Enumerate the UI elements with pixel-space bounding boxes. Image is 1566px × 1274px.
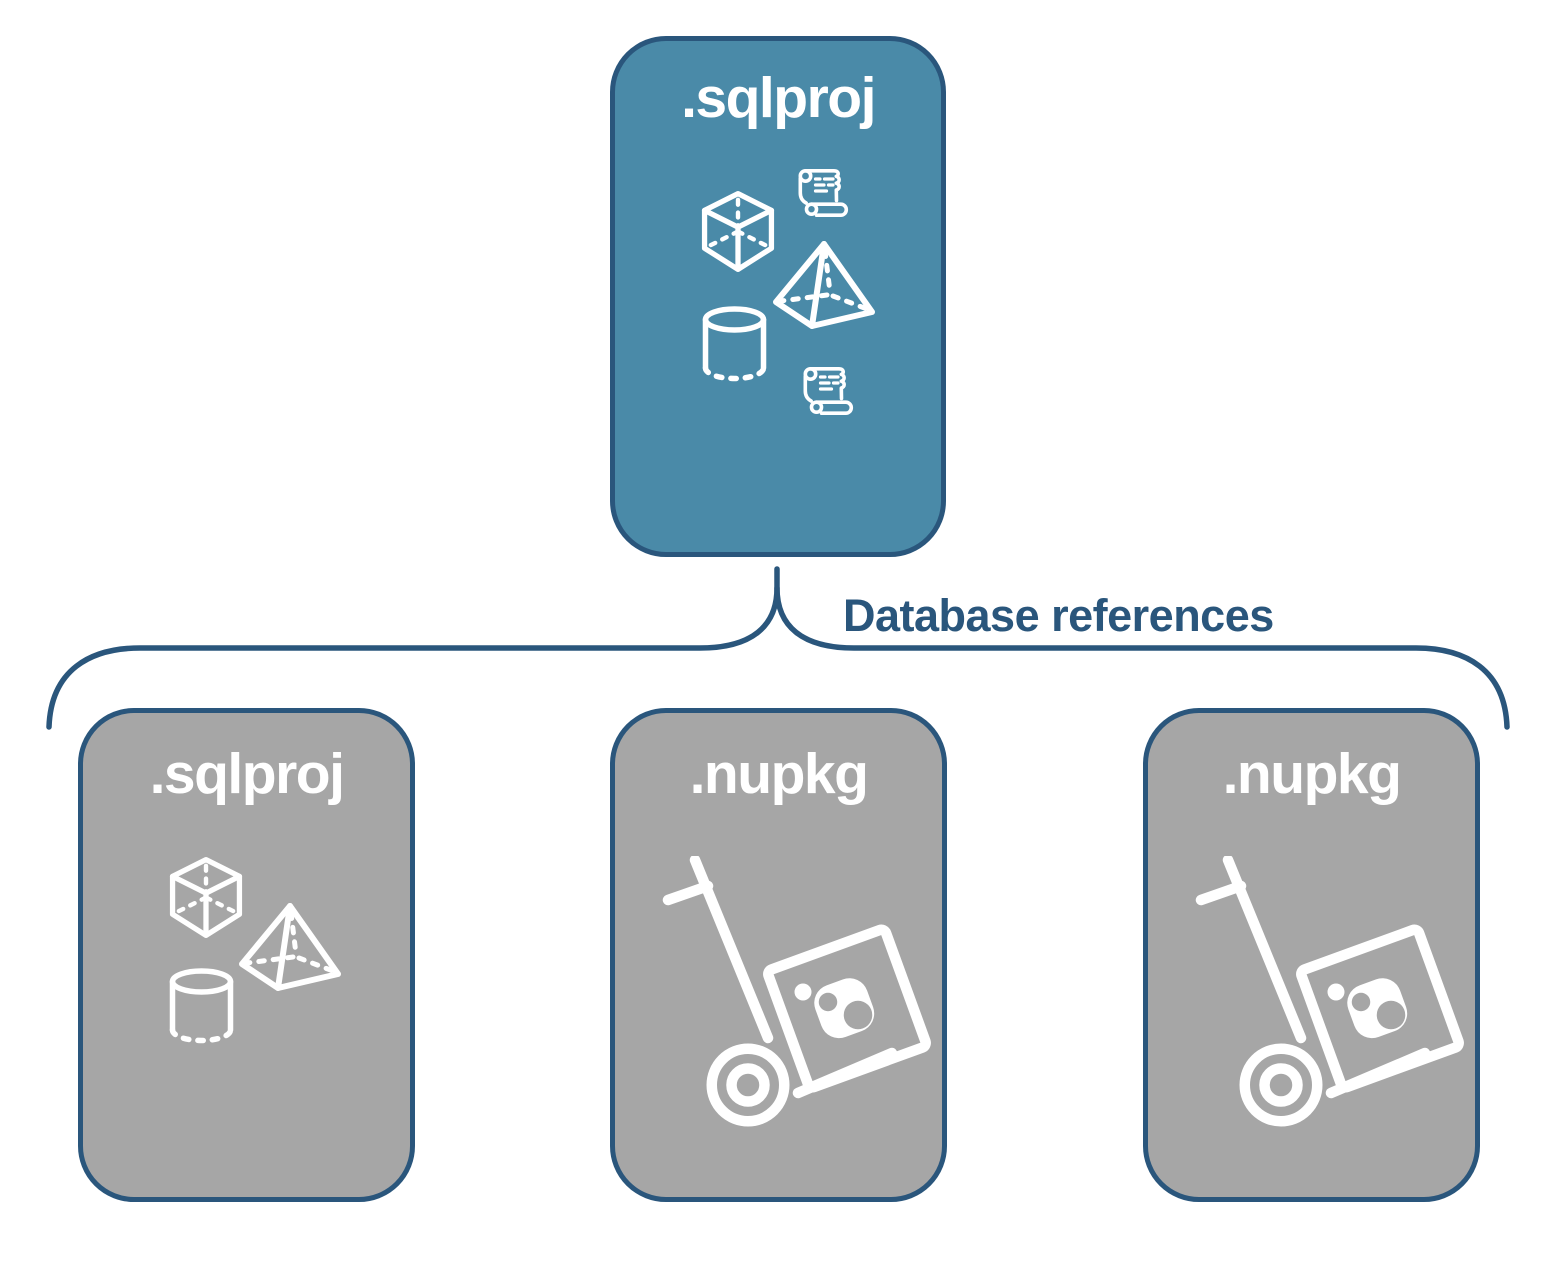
pyramid-icon (772, 238, 876, 330)
child-card-sqlproj: .sqlproj (78, 708, 415, 1202)
child-card-nupkg-2: .nupkg (1143, 708, 1480, 1202)
pyramid-icon (238, 900, 342, 992)
cylinder-icon (168, 968, 235, 1044)
cylinder-icon (701, 306, 768, 382)
scroll-icon (796, 360, 858, 418)
handtruck-package-icon (652, 856, 952, 1136)
card-label: .sqlproj (149, 742, 345, 806)
parent-card-sqlproj: .sqlproj (610, 36, 946, 557)
card-label: .nupkg (689, 742, 869, 806)
handtruck-package-icon (1185, 856, 1485, 1136)
card-label: .sqlproj (681, 66, 876, 130)
scroll-icon (791, 162, 853, 220)
child-card-nupkg-1: .nupkg (610, 708, 947, 1202)
connector-label: Database references (843, 590, 1274, 641)
cube-icon (694, 189, 782, 274)
card-label: .nupkg (1222, 742, 1402, 806)
cube-icon (162, 855, 250, 940)
